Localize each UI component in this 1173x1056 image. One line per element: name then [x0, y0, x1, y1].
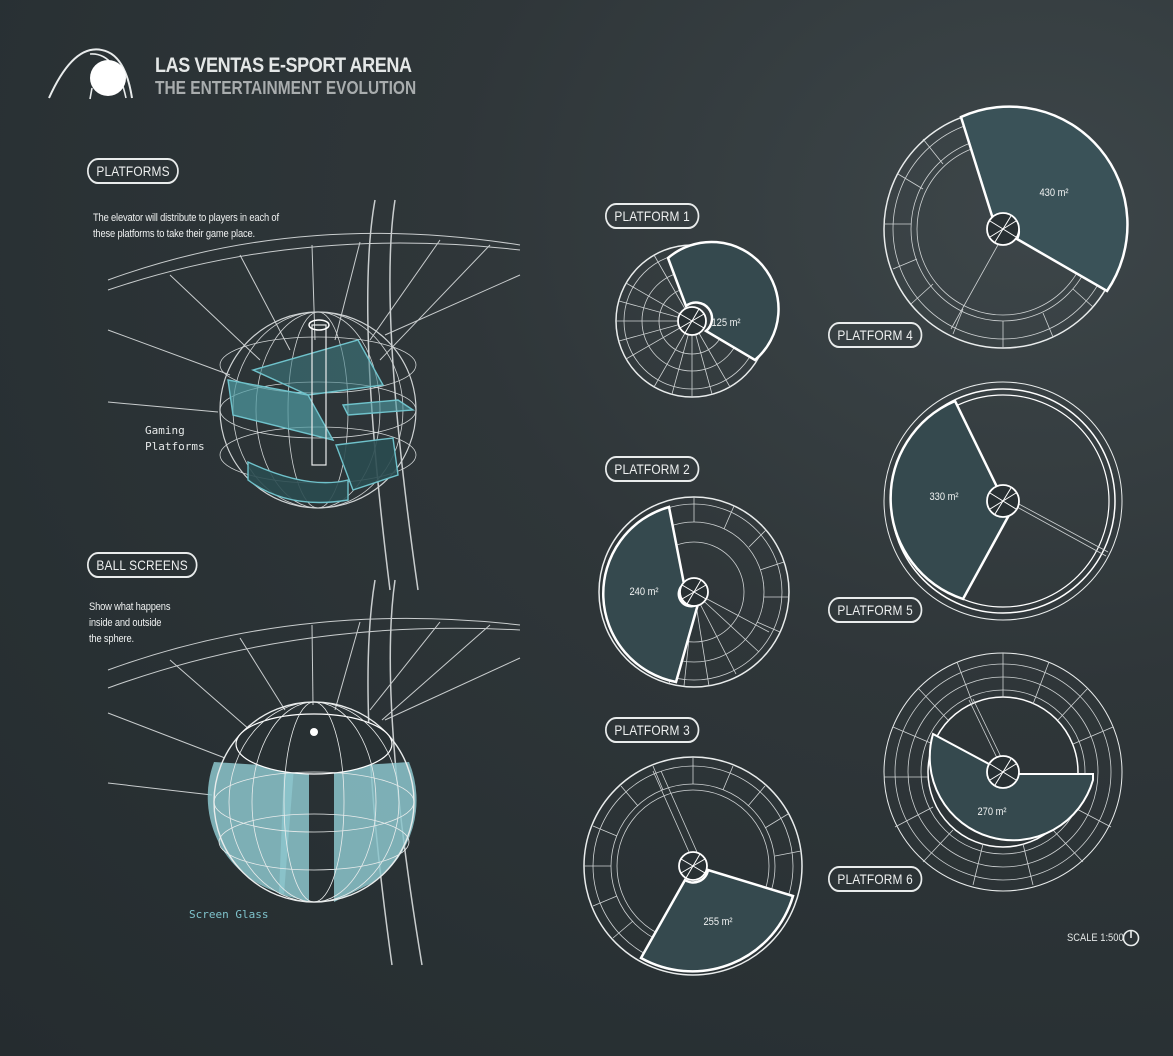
platform-6-area: 270 m²: [977, 806, 1007, 818]
platform-3-plan: [583, 756, 803, 976]
platform-2-area: 240 m²: [629, 586, 659, 598]
ball-screens-description: Show what happens inside and outside the…: [89, 599, 170, 647]
platform-4-plan: [883, 105, 1129, 349]
ball-screens-description-line: inside and outside: [89, 617, 162, 629]
platform-1-area: 125 m²: [711, 317, 741, 329]
north-arrow-icon: [1122, 929, 1140, 947]
ball-screens-description-line: Show what happens: [89, 601, 171, 613]
caption-line: Platforms: [145, 440, 205, 453]
gaming-platforms-caption: Gaming Platforms: [145, 423, 205, 455]
platform-2-label: PLATFORM 2: [605, 456, 700, 482]
gaming-platforms-sphere-illustration: [107, 199, 521, 591]
platform-2-plan: [598, 496, 790, 688]
platform-6-label: PLATFORM 6: [828, 866, 923, 892]
platforms-description-line: these platforms to take their game place…: [93, 228, 255, 240]
ball-screens-description-line: the sphere.: [89, 633, 134, 645]
platform-4-area: 430 m²: [1039, 187, 1069, 199]
platform-5-area: 330 m²: [929, 491, 959, 503]
platform-1-label: PLATFORM 1: [605, 203, 700, 229]
caption-line: Gaming: [145, 424, 185, 437]
platform-5-label: PLATFORM 5: [828, 597, 923, 623]
screen-glass-caption: Screen Glass: [189, 908, 269, 921]
platform-3-area: 255 m²: [703, 916, 733, 928]
scale-label: SCALE 1:500: [1067, 932, 1124, 944]
platforms-section-label: PLATFORMS: [87, 158, 180, 184]
platforms-description-line: The elevator will distribute to players …: [93, 212, 279, 224]
platform-6-plan: [883, 652, 1123, 892]
ball-screens-sphere-illustration: [107, 579, 521, 966]
page-subtitle: THE ENTERTAINMENT EVOLUTION: [155, 78, 417, 98]
platform-5-plan: [883, 381, 1123, 621]
arena-logo-icon: [48, 48, 133, 100]
platforms-description: The elevator will distribute to players …: [93, 210, 279, 242]
platform-1-plan: [615, 240, 780, 398]
platform-3-label: PLATFORM 3: [605, 717, 700, 743]
page-title: LAS VENTAS E-SPORT ARENA: [155, 54, 412, 77]
platform-4-label: PLATFORM 4: [828, 322, 923, 348]
ball-screens-section-label: BALL SCREENS: [87, 552, 198, 578]
